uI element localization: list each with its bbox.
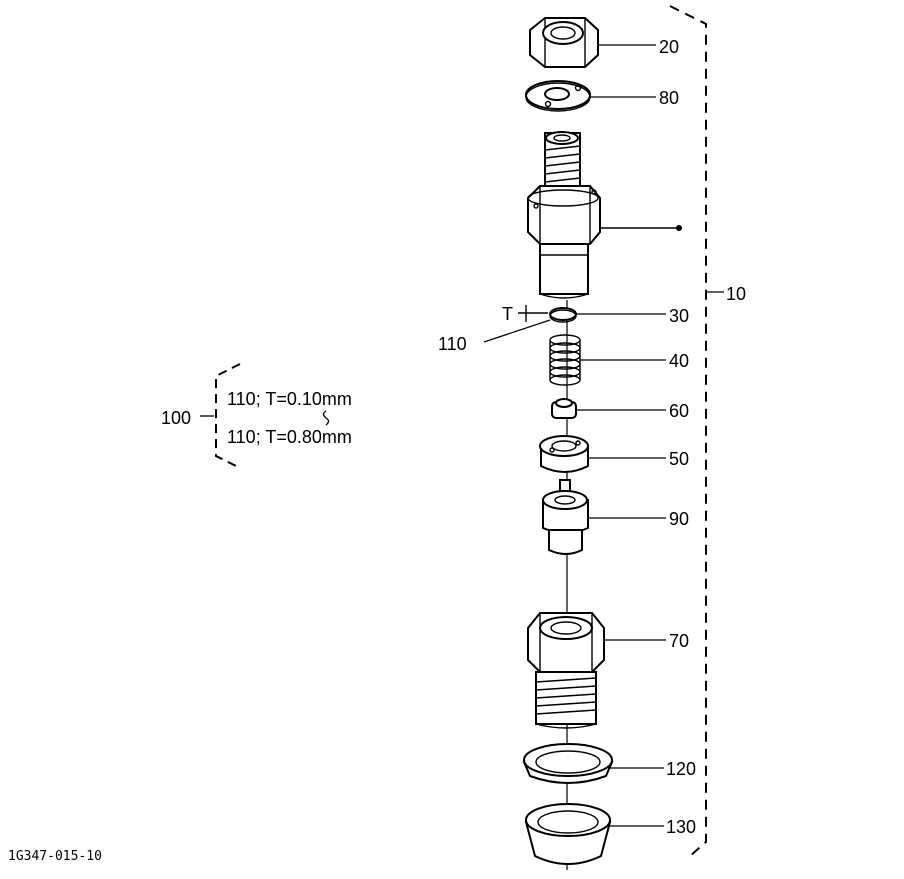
callout-20: 20: [659, 37, 679, 57]
callout-120: 120: [666, 759, 696, 779]
part-20-hex-nut: [529, 17, 599, 68]
callout-130: 130: [666, 817, 696, 837]
part-130-heat-shield: [524, 803, 612, 865]
leader-lines: [200, 44, 724, 827]
callout-80: 80: [659, 88, 679, 108]
part-70-retaining-nut: [527, 612, 605, 729]
part-60-push-rod: [551, 398, 577, 419]
callout-70: 70: [669, 631, 689, 651]
callout-t: T: [502, 304, 513, 324]
part-30-shim: [518, 305, 577, 323]
variant-bracket-100: [215, 363, 330, 469]
callout-50: 50: [669, 449, 689, 469]
part-120-gasket: [522, 743, 614, 784]
callout-60: 60: [669, 401, 689, 421]
callout-110: 110: [438, 334, 467, 354]
callout-90: 90: [669, 509, 689, 529]
callout-30: 30: [669, 306, 689, 326]
part-80-washer: [525, 80, 591, 112]
callout-40: 40: [669, 351, 689, 371]
part-40-spring: [549, 334, 581, 386]
part-50-distance-piece: [539, 435, 589, 473]
part-90-nozzle: [542, 479, 589, 555]
drawing-number: 1G347-015-10: [8, 849, 102, 864]
nozzle-holder-body: [527, 131, 682, 299]
callout-100: 100: [161, 408, 191, 428]
variant-line-1: 110; T=0.10mm: [227, 389, 352, 409]
variant-line-2: 110; T=0.80mm: [227, 427, 352, 447]
assembly-bracket-10: [669, 5, 707, 857]
callout-10: 10: [726, 284, 746, 304]
